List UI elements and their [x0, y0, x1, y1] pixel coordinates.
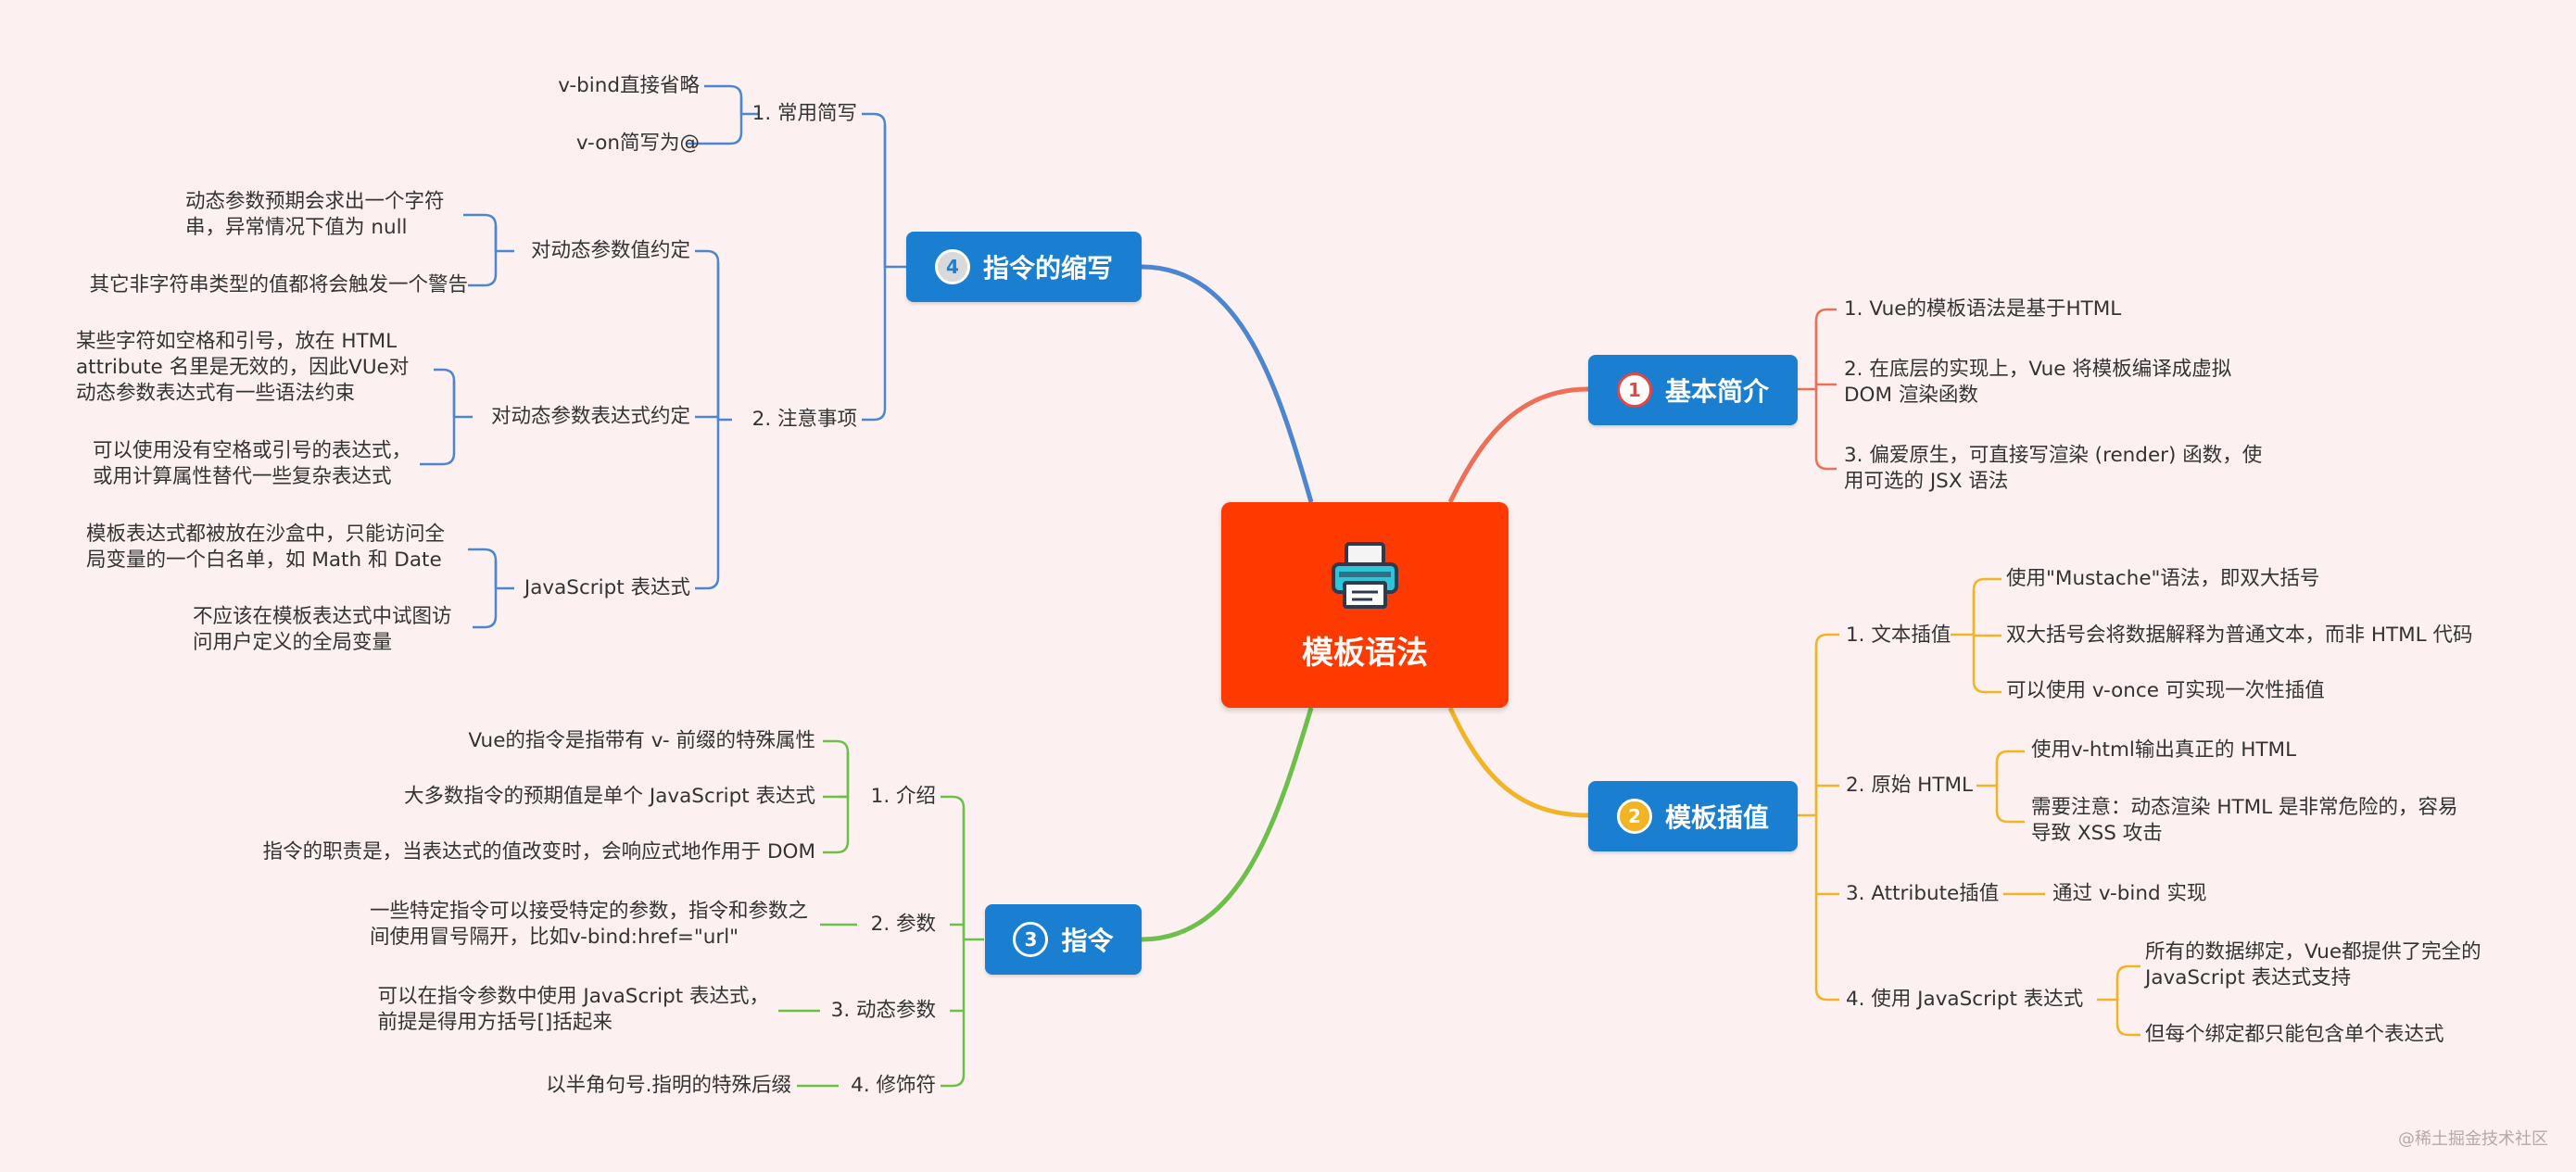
branch-directives-label: 指令	[1061, 926, 1114, 956]
branch-basics[interactable]: 1 基本简介	[1588, 355, 1798, 425]
shorthand-subgroup: 对动态参数值约定	[530, 239, 690, 262]
badge-1: 1	[1616, 372, 1652, 408]
printer-icon	[1332, 541, 1398, 609]
shorthand-group: 1. 常用简写	[751, 102, 857, 125]
shorthand-links	[420, 84, 906, 629]
interpolation-item: 可以使用 v-once 可实现一次性插值	[2006, 679, 2325, 702]
connector-interpolation	[1447, 706, 1589, 818]
shorthand-subgroup: 对动态参数表达式约定	[490, 405, 690, 428]
directives-item: Vue的指令是指带有 v- 前缀的特殊属性	[468, 729, 815, 752]
basics-item: 1. Vue的模板语法是基于HTML	[1844, 297, 2122, 321]
directives-group: 3. 动态参数	[830, 999, 936, 1022]
interpolation-item: 使用v-html输出真正的 HTML	[2031, 738, 2297, 762]
shorthand-subgroup: JavaScript 表达式	[524, 576, 690, 599]
central-topic-title: 模板语法	[1302, 634, 1428, 672]
watermark: @稀土掘金技术社区	[2398, 1129, 2548, 1149]
directives-item: 大多数指令的预期值是单个 JavaScript 表达式	[404, 785, 815, 808]
directives-item: 以半角句号.指明的特殊后缀	[546, 1074, 791, 1097]
interpolation-item: 所有的数据绑定，Vue都提供了完全的 JavaScript 表达式支持	[2145, 940, 2481, 989]
basics-item: 2. 在底层的实现上，Vue 将模板编译成虚拟 DOM 渲染函数	[1844, 358, 2232, 407]
branch-basics-label: 基本简介	[1664, 376, 1769, 407]
interpolation-links	[1798, 577, 2140, 1037]
interpolation-group: 4. 使用 JavaScript 表达式	[1846, 988, 2084, 1011]
shorthand-item: 模板表达式都被放在沙盒中，只能访问全 局变量的一个白名单，如 Math 和 Da…	[86, 523, 446, 572]
shorthand-item: v-on简写为@	[575, 132, 700, 155]
branch-shorthand-label: 指令的缩写	[982, 253, 1113, 284]
branch-directives[interactable]: 3 指令	[985, 904, 1142, 975]
interpolation-item: 使用"Mustache"语法，即双大括号	[2006, 567, 2320, 590]
badge-2: 2	[1616, 799, 1652, 834]
interpolation-item: 但每个绑定都只能包含单个表达式	[2145, 1023, 2444, 1046]
directives-links	[778, 739, 984, 1088]
shorthand-item: v-bind直接省略	[558, 74, 700, 97]
basics-links	[1798, 308, 1837, 471]
directives-item: 可以在指令参数中使用 JavaScript 表达式， 前提是得用方括号[]括起来	[377, 985, 769, 1034]
connector-directives	[1141, 707, 1314, 942]
shorthand-item: 可以使用没有空格或引号的表达式， 或用计算属性替代一些复杂表达式	[93, 439, 412, 488]
central-topic[interactable]: 模板语法	[1221, 502, 1509, 708]
connector-basics	[1447, 386, 1589, 504]
connector-shorthand	[1141, 264, 1314, 503]
directives-item: 指令的职责是，当表达式的值改变时，会响应式地作用于 DOM	[262, 840, 815, 863]
branch-shorthand[interactable]: 4 指令的缩写	[906, 232, 1142, 302]
directives-group: 2. 参数	[870, 913, 936, 936]
interpolation-group: 3. Attribute插值	[1846, 882, 2000, 905]
directives-group: 1. 介绍	[870, 785, 936, 808]
interpolation-item: 需要注意：动态渲染 HTML 是非常危险的，容易 导致 XSS 攻击	[2031, 796, 2458, 845]
branch-interpolation-label: 模板插值	[1664, 802, 1769, 833]
interpolation-item: 双大括号会将数据解释为普通文本，而非 HTML 代码	[2006, 624, 2473, 647]
shorthand-item: 不应该在模板表达式中试图访 问用户定义的全局变量	[193, 605, 452, 654]
badge-3: 3	[1013, 922, 1049, 957]
branch-interpolation[interactable]: 2 模板插值	[1588, 781, 1798, 851]
interpolation-item: 通过 v-bind 实现	[2052, 882, 2207, 905]
interpolation-group: 1. 文本插值	[1846, 624, 1951, 647]
shorthand-item: 动态参数预期会求出一个字符 串，异常情况下值为 null	[185, 190, 445, 239]
directives-item: 一些特定指令可以接受特定的参数，指令和参数之 间使用冒号隔开，比如v-bind:…	[369, 900, 808, 949]
basics-item: 3. 偏爱原生，可直接写渲染 (render) 函数，使 用可选的 JSX 语法	[1844, 444, 2263, 493]
badge-4: 4	[934, 249, 970, 284]
interpolation-group: 2. 原始 HTML	[1846, 774, 1974, 797]
directives-group: 4. 修饰符	[851, 1074, 936, 1097]
shorthand-item: 某些字符如空格和引号，放在 HTML attribute 名里是无效的，因此VU…	[76, 330, 410, 405]
shorthand-item: 其它非字符串类型的值都将会触发一个警告	[89, 273, 468, 296]
shorthand-group: 2. 注意事项	[751, 408, 857, 431]
